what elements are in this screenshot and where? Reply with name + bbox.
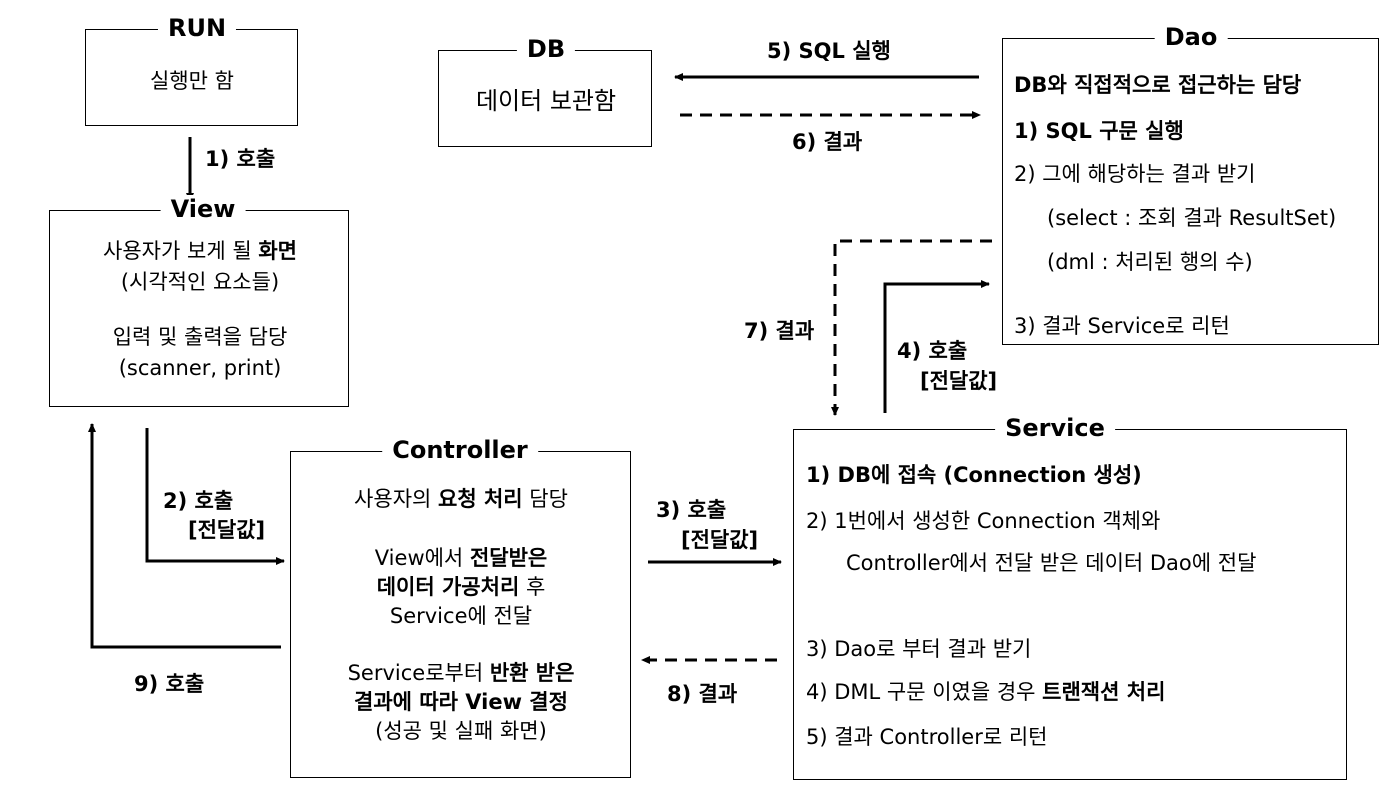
dao-title: Dao: [1154, 23, 1228, 51]
view-line2: (시각적인 요소들): [120, 270, 280, 294]
label-arrow-6: 6) 결과: [792, 130, 863, 154]
run-title: RUN: [157, 14, 237, 42]
view-line4: (scanner, print): [118, 356, 282, 380]
label-arrow-2-line1: 2) 호출: [163, 489, 234, 513]
controller-line6: 결과에 따라 View 결정: [354, 690, 568, 714]
controller-line2: View에서 전달받은: [375, 545, 547, 571]
controller-line5-b: 반환 받은: [489, 661, 575, 685]
controller-line1: 사용자의 요청 처리 담당: [354, 486, 568, 512]
controller-line1-a: 사용자의: [354, 487, 439, 511]
label-arrow-4-line2: [전달값]: [920, 369, 998, 393]
service-item2: 2) 1번에서 생성한 Connection 객체와: [806, 509, 1161, 533]
controller-line3: 데이터 가공처리 후: [377, 574, 546, 600]
controller-line3-b: 데이터 가공처리: [376, 575, 520, 599]
label-arrow-1: 1) 호출: [205, 147, 276, 171]
dao-box: Dao DB와 직접적으로 접근하는 담당 1) SQL 구문 실행 2) 그에…: [1002, 23, 1379, 345]
arrow-2-view-to-controller: [145, 428, 285, 565]
service-item5: 5) 결과 Controller로 리턴: [806, 725, 1048, 749]
label-arrow-8: 8) 결과: [667, 682, 738, 706]
controller-box: Controller 사용자의 요청 처리 담당 View에서 전달받은 데이터…: [290, 436, 631, 778]
dao-item1: 1) SQL 구문 실행: [1014, 119, 1184, 143]
run-box: RUN 실행만 함: [85, 14, 298, 126]
view-line1-bold: 화면: [258, 239, 297, 263]
controller-line7: (성공 및 실패 화면): [375, 719, 547, 743]
label-arrow-3-line2: [전달값]: [681, 528, 759, 552]
service-item4: 4) DML 구문 이였을 경우 트랜잭션 처리: [806, 679, 1165, 705]
dao-item3: 3) 결과 Service로 리턴: [1014, 314, 1230, 338]
service-title: Service: [995, 414, 1115, 442]
arrow-9-controller-to-view: [88, 423, 281, 649]
view-line1-plain: 사용자가 보게 될: [103, 239, 259, 263]
controller-line5: Service로부터 반환 받은: [348, 660, 575, 686]
controller-line1-b: 요청 처리: [438, 487, 523, 511]
label-arrow-4-line1: 4) 호출: [897, 339, 968, 363]
run-desc: 실행만 함: [150, 69, 234, 93]
controller-line3-c: 후: [519, 575, 546, 599]
service-item3: 3) Dao로 부터 결과 받기: [806, 637, 1032, 661]
service-item4-b: 트랜잭션 처리: [1042, 680, 1166, 704]
db-title: DB: [516, 35, 576, 63]
controller-title: Controller: [382, 436, 538, 464]
controller-line1-c: 담당: [522, 487, 568, 511]
view-box: View 사용자가 보게 될 화면 (시각적인 요소들) 입력 및 출력을 담당…: [49, 195, 349, 407]
db-desc: 데이터 보관함: [475, 87, 617, 115]
controller-line4: Service에 전달: [389, 604, 533, 628]
service-item2b: Controller에서 전달 받은 데이터 Dao에 전달: [846, 551, 1257, 575]
view-line3: 입력 및 출력을 담당: [112, 325, 288, 349]
service-item4-a: 4) DML 구문 이였을 경우: [806, 680, 1043, 704]
dao-item2a: (select : 조회 결과 ResultSet): [1047, 206, 1337, 230]
view-title: View: [160, 195, 246, 223]
controller-line5-a: Service로부터: [347, 661, 490, 685]
service-item1: 1) DB에 접속 (Connection 생성): [806, 463, 1142, 487]
arrow-4-service-to-dao: [883, 280, 990, 413]
label-arrow-2-line2: [전달값]: [188, 518, 266, 542]
label-arrow-3-line1: 3) 호출: [656, 498, 727, 522]
service-box: Service 1) DB에 접속 (Connection 생성) 2) 1번에…: [793, 414, 1347, 780]
dao-item2b: (dml : 처리된 행의 수): [1047, 250, 1253, 274]
db-box: DB 데이터 보관함: [438, 35, 652, 147]
controller-line2-a: View에서: [374, 546, 470, 570]
label-arrow-9: 9) 호출: [134, 672, 205, 696]
dao-heading: DB와 직접적으로 접근하는 담당: [1014, 73, 1302, 97]
view-line1: 사용자가 보게 될 화면: [103, 238, 297, 264]
label-arrow-5: 5) SQL 실행: [767, 39, 891, 63]
dao-item2: 2) 그에 해당하는 결과 받기: [1014, 162, 1256, 186]
label-arrow-7: 7) 결과: [744, 319, 815, 343]
controller-line2-b: 전달받은: [469, 546, 548, 570]
